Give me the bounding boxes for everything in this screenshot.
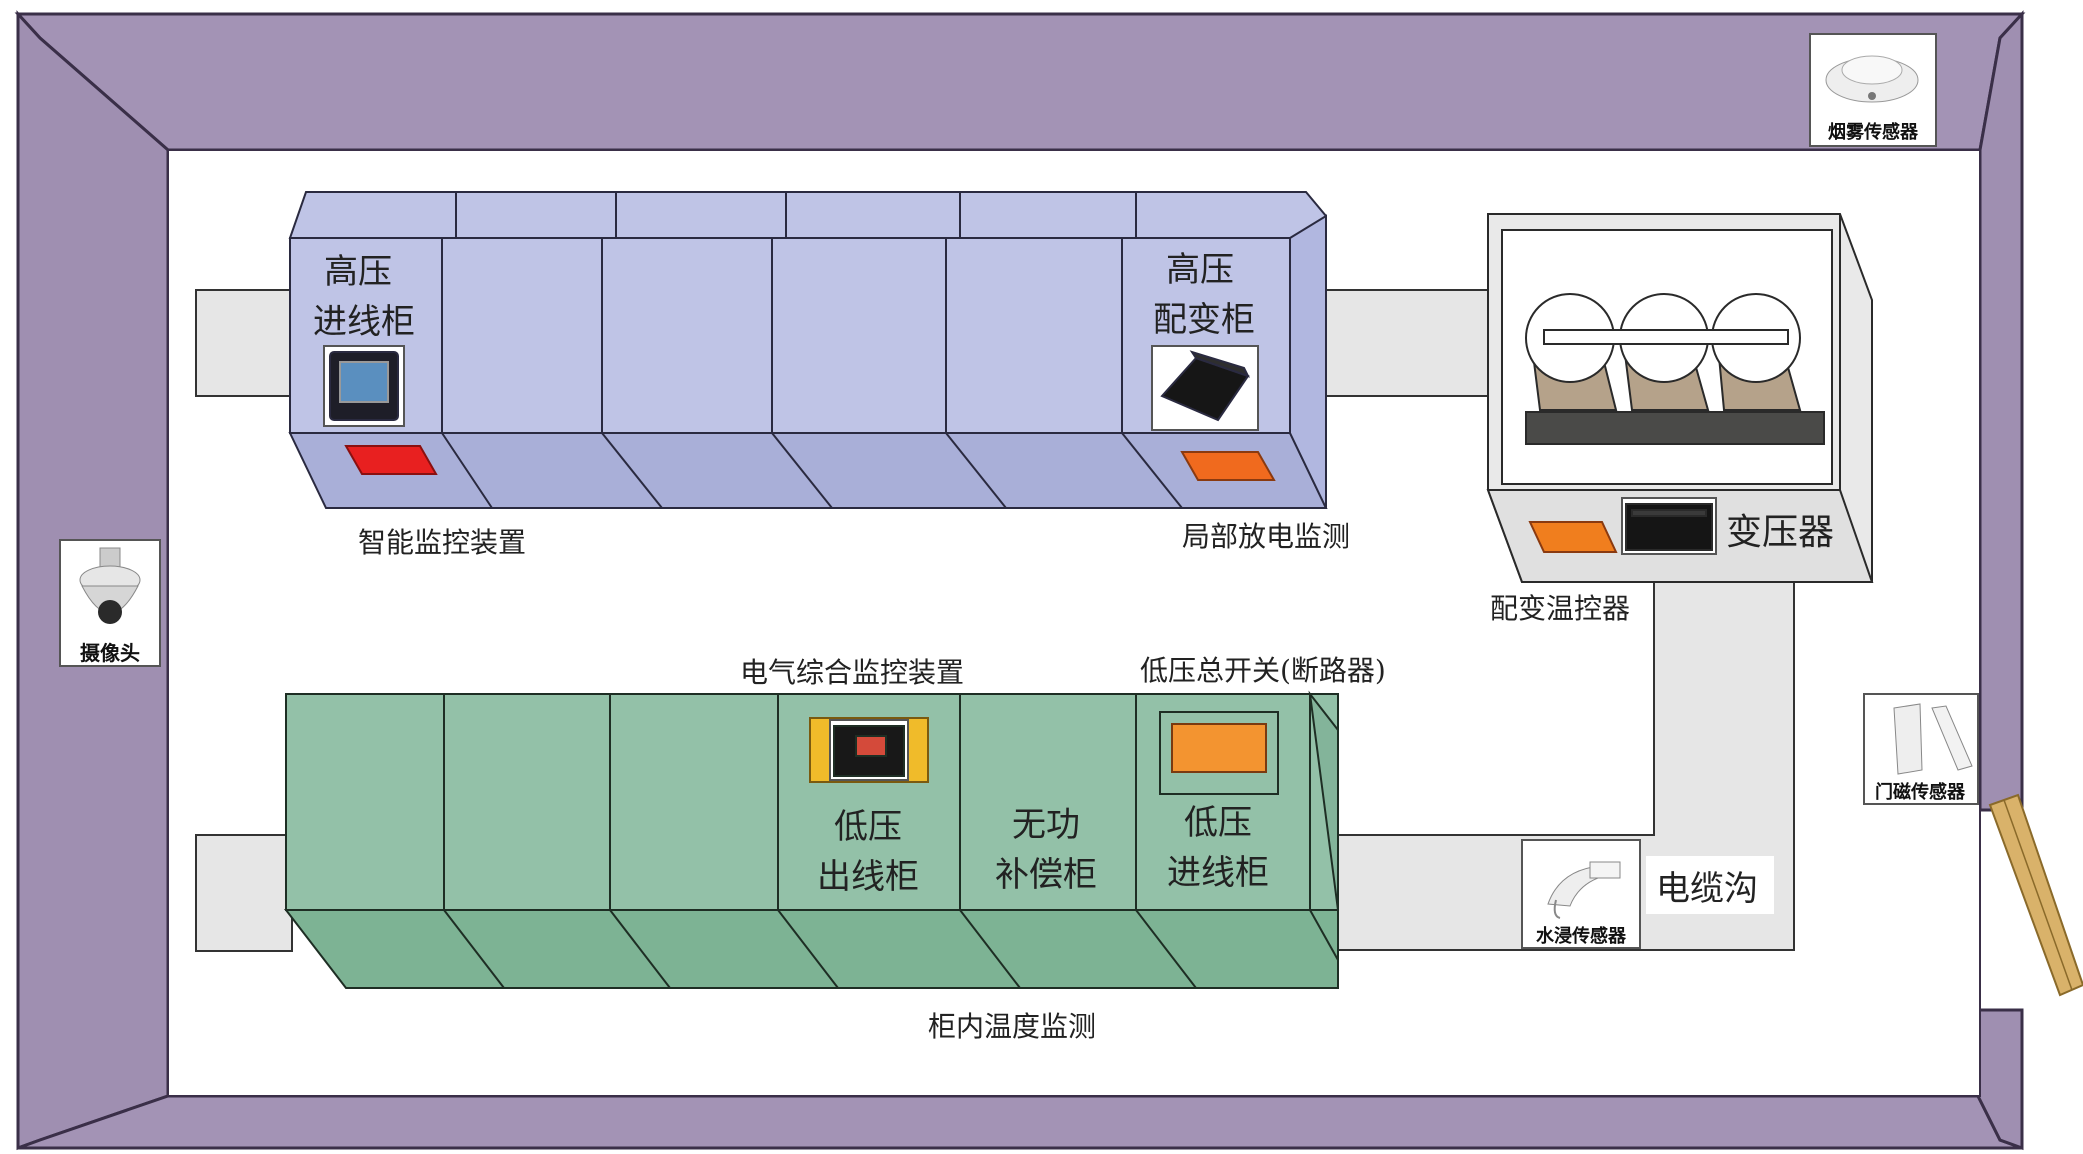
hv-panel-dividers (441, 192, 1183, 509)
smoke-sensor-label: 烟雾传感器 (1828, 121, 1919, 143)
main-switch-label: 低压总开关(断路器) (1140, 654, 1386, 687)
transformer-enclosure (1486, 213, 1874, 583)
hv-incoming-label-line2: 进线柜 (313, 302, 415, 342)
water-sensor-label: 水浸传感器 (1536, 925, 1627, 947)
water-sensor: 水浸传感器 (1521, 839, 1641, 949)
camera-label: 摄像头 (80, 641, 140, 665)
lv-incoming-label-line2: 进线柜 (1167, 853, 1269, 893)
hv-front-face (289, 237, 1291, 434)
door-contact-icon (1893, 703, 1973, 775)
hv-side-face (1289, 214, 1327, 509)
trench-top-right (1319, 289, 1497, 397)
main-breaker-device (1159, 711, 1279, 795)
lv-bottom-face (283, 909, 1339, 989)
smart-monitor-label: 智能监控装置 (358, 526, 526, 559)
temp-controller-label: 配变温控器 (1490, 592, 1630, 625)
smoke-detector-icon (1825, 55, 1919, 103)
electrical-monitor-label: 电气综合监控装置 (740, 656, 964, 689)
lv-cabinet-row (283, 690, 1339, 989)
wall-right-upper (1978, 10, 2024, 812)
hv-transformer-feed-label-line1: 高压 (1166, 250, 1234, 290)
partial-discharge-device (1151, 345, 1259, 431)
trench-bottom-left (195, 834, 293, 952)
transformer-coils (1525, 293, 1825, 445)
partial-discharge-patch (1180, 451, 1276, 481)
partial-discharge-label: 局部放电监测 (1182, 520, 1350, 553)
transformer-label: 变压器 (1726, 512, 1834, 553)
wall-top (14, 12, 2026, 152)
lv-compensation-label-line2: 补偿柜 (995, 855, 1097, 895)
camera-sensor: 摄像头 (59, 539, 161, 667)
hv-cabinet-row (288, 191, 1328, 509)
lv-incoming-label-line1: 低压 (1184, 803, 1252, 843)
cable-trench-label-box (1646, 856, 1774, 914)
cabinet-temp-monitor-label: 柜内温度监测 (928, 1010, 1096, 1043)
water-leak-icon (1547, 861, 1621, 919)
temp-controller-device (1621, 497, 1717, 555)
door-sensor: 门磁传感器 (1863, 693, 1979, 805)
smart-monitor-patch (344, 445, 438, 475)
temp-controller-patch (1528, 521, 1618, 553)
lv-compensation-label-line1: 无功 (1012, 805, 1080, 845)
lv-outgoing-label-line2: 出线柜 (817, 857, 919, 897)
smart-meter-device (323, 345, 405, 427)
dome-camera-icon (79, 547, 141, 624)
door-leaf (1988, 793, 2083, 997)
smoke-sensor: 烟雾传感器 (1809, 33, 1937, 147)
trench-top-left (195, 289, 293, 397)
wall-bottom (17, 1094, 2023, 1150)
hv-incoming-label-line1: 高压 (324, 252, 392, 292)
hv-bottom-face (288, 432, 1328, 509)
hv-transformer-feed-label-line2: 配变柜 (1153, 300, 1255, 340)
door-sensor-label: 门磁传感器 (1875, 781, 1966, 803)
lv-outgoing-label-line1: 低压 (834, 807, 902, 847)
lv-side-face (1308, 690, 1339, 911)
cable-trench-label: 电缆沟 (1656, 869, 1758, 909)
electrical-monitor-device (809, 717, 929, 783)
lv-panel-dividers (443, 694, 1339, 989)
